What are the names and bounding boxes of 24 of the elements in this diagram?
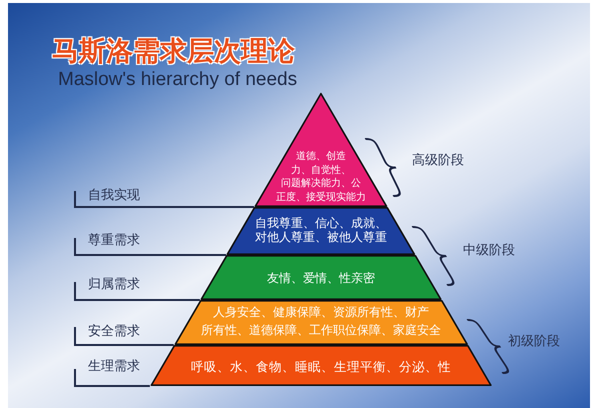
pyramid-layer: [174, 300, 468, 345]
leader-line: [74, 327, 174, 346]
leader-line: [74, 369, 150, 387]
subtitle: Maslow's hierarchy of needs: [58, 69, 298, 91]
layer-text: 呼吸、水、食物、睡眠、生理平衡、分泌、性: [190, 359, 451, 374]
layer-text: 道德、创造力、自觉性、问题解决能力、公正度、接受现实能力: [276, 151, 366, 202]
leader-line: [74, 282, 200, 301]
need-label: 归属需求: [74, 277, 140, 301]
need-label: 自我实现: [74, 188, 140, 208]
need-label: 尊重需求: [74, 233, 140, 256]
layer-text: 人身安全、健康保障、资源所有性、财产所有性、道德保障、工作职位保障、家庭安全: [200, 305, 441, 337]
need-label: 安全需求: [74, 324, 140, 346]
layer-text: 自我尊重、信心、成就、对他人尊重、被他人尊重: [254, 216, 387, 244]
stage-label: 中级阶段: [463, 243, 515, 259]
pyramid-layer: [254, 92, 388, 207]
stage-label: 初级阶段: [508, 334, 560, 350]
leader-line: [74, 238, 226, 256]
layer-text: 友情、爱情、性亲密: [266, 271, 375, 285]
pyramid-layer: [150, 345, 492, 386]
stage-label: 高级阶段: [412, 153, 464, 169]
pyramid-layer: [226, 207, 416, 255]
need-label: 生理需求: [74, 359, 140, 387]
leader-line: [74, 191, 254, 208]
title: 马斯洛需求层次理论: [52, 36, 295, 68]
